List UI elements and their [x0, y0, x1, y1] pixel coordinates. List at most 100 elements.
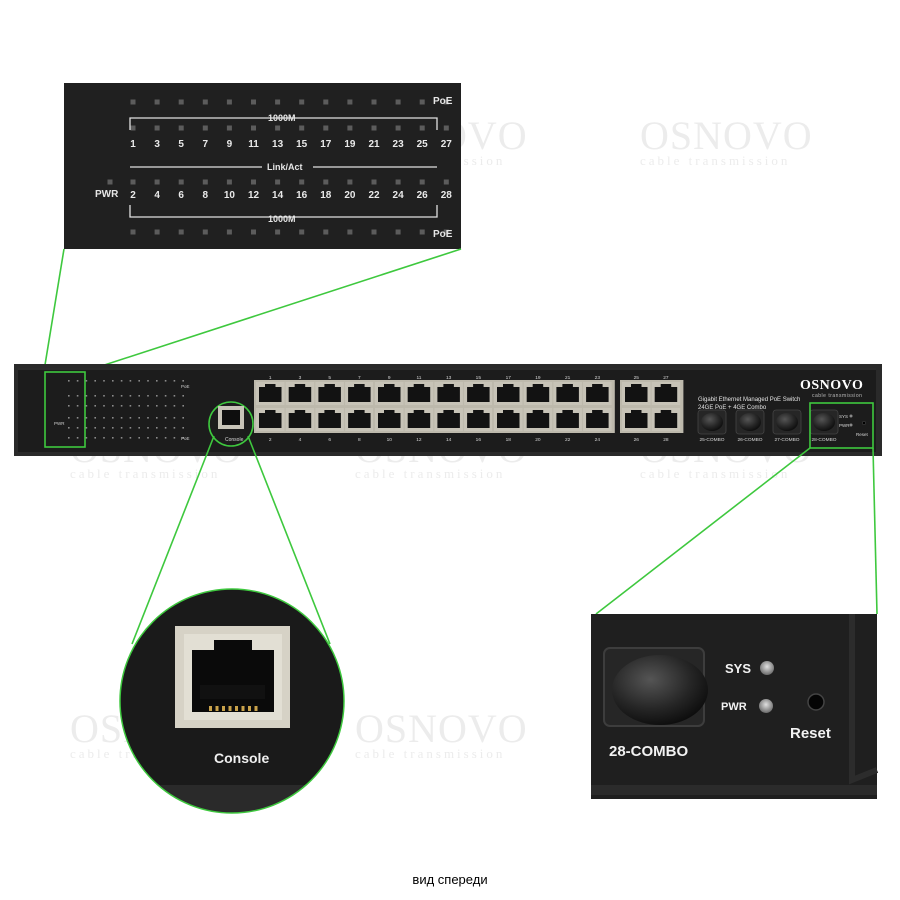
port-number: 9 [227, 139, 233, 150]
mini-led [173, 380, 176, 382]
led [347, 125, 353, 131]
speed-label-top: 1000M [268, 113, 296, 123]
ethernet-port-blocks [254, 380, 684, 433]
mini-led [182, 395, 184, 397]
sys-label-small: SYS [839, 414, 848, 419]
mini-led [112, 380, 114, 382]
console-pin [228, 706, 232, 711]
console-label-small: Console [225, 437, 244, 443]
port-number-small: 28 [663, 437, 669, 443]
mini-led [94, 427, 96, 429]
led [299, 125, 305, 131]
mini-led [138, 437, 140, 439]
led [226, 99, 232, 105]
mini-led [103, 417, 105, 419]
led [275, 125, 281, 131]
mini-led [94, 395, 96, 397]
console-pins [209, 706, 258, 711]
led [178, 179, 184, 185]
port-number-small: 8 [358, 437, 361, 443]
port-number: 24 [393, 190, 405, 201]
led [154, 179, 160, 185]
led [395, 179, 401, 185]
led [275, 229, 281, 235]
mini-led [94, 437, 96, 439]
speed-label-bottom: 1000M [268, 214, 296, 224]
mini-led [112, 427, 114, 429]
mini-led [94, 417, 96, 419]
port-number-small: 13 [446, 375, 452, 381]
led [323, 229, 329, 235]
port-number-small: 10 [387, 437, 393, 443]
mini-led [85, 417, 88, 419]
port-number: 28 [441, 190, 453, 201]
mini-led [129, 395, 132, 397]
reset-button-zoomed[interactable] [807, 693, 825, 711]
led [371, 179, 377, 185]
port-number: 26 [417, 190, 429, 201]
led [226, 179, 232, 185]
port-number-small: 7 [358, 375, 361, 381]
led [130, 179, 136, 185]
mini-led [156, 437, 158, 439]
mini-led [85, 395, 88, 397]
port-number-small: 26 [634, 437, 640, 443]
port-number: 5 [178, 139, 184, 150]
poe-label-bottom: PoE [433, 229, 453, 240]
port-number-small: 21 [565, 375, 571, 381]
combo-button-zoomed[interactable] [612, 655, 708, 725]
port-number: 4 [154, 190, 160, 201]
led [371, 99, 377, 105]
mini-poe-label: PoE [181, 436, 190, 441]
mini-led [68, 380, 70, 382]
led [299, 229, 305, 235]
pwr-led-zoomed [759, 699, 773, 713]
mini-led [129, 380, 132, 382]
mini-led [112, 395, 114, 397]
led [419, 229, 425, 235]
port-number: 18 [320, 190, 332, 201]
port-number-small: 5 [328, 375, 331, 381]
led [323, 125, 329, 131]
console-label-zoomed: Console [214, 750, 269, 766]
led [251, 179, 256, 185]
port-number-small: 27 [663, 375, 669, 381]
port-number-small: 9 [388, 375, 391, 381]
mini-led [76, 417, 79, 419]
port-number-small: 18 [506, 437, 512, 443]
port-number: 25 [417, 139, 429, 150]
combo-label-small: 28-COMBO [811, 437, 836, 443]
port-number: 10 [224, 190, 236, 201]
console-pin [222, 706, 225, 711]
console-pin [248, 706, 251, 711]
led [178, 99, 184, 105]
mini-led [182, 427, 184, 429]
mini-led [68, 427, 70, 429]
led [130, 125, 136, 131]
mini-led [85, 380, 88, 382]
reset-button[interactable] [862, 421, 866, 425]
mini-led [76, 380, 79, 382]
combo-label-small: 26-COMBO [737, 437, 762, 443]
port-number-small: 19 [535, 375, 541, 381]
port-number: 2 [130, 190, 136, 201]
port-number-small: 15 [476, 375, 482, 381]
mini-led [120, 380, 123, 382]
led [154, 125, 160, 131]
sys-label-zoomed: SYS [725, 661, 751, 676]
port-number-small: 11 [416, 375, 421, 381]
port-number: 22 [368, 190, 380, 201]
mini-led [147, 395, 149, 397]
port-number: 20 [344, 190, 356, 201]
led [226, 229, 232, 235]
port-number: 19 [344, 139, 356, 150]
mini-led [85, 437, 88, 439]
mini-led [76, 395, 79, 397]
sys-led-zoomed [760, 661, 774, 675]
zoom-connector-line [85, 248, 462, 372]
